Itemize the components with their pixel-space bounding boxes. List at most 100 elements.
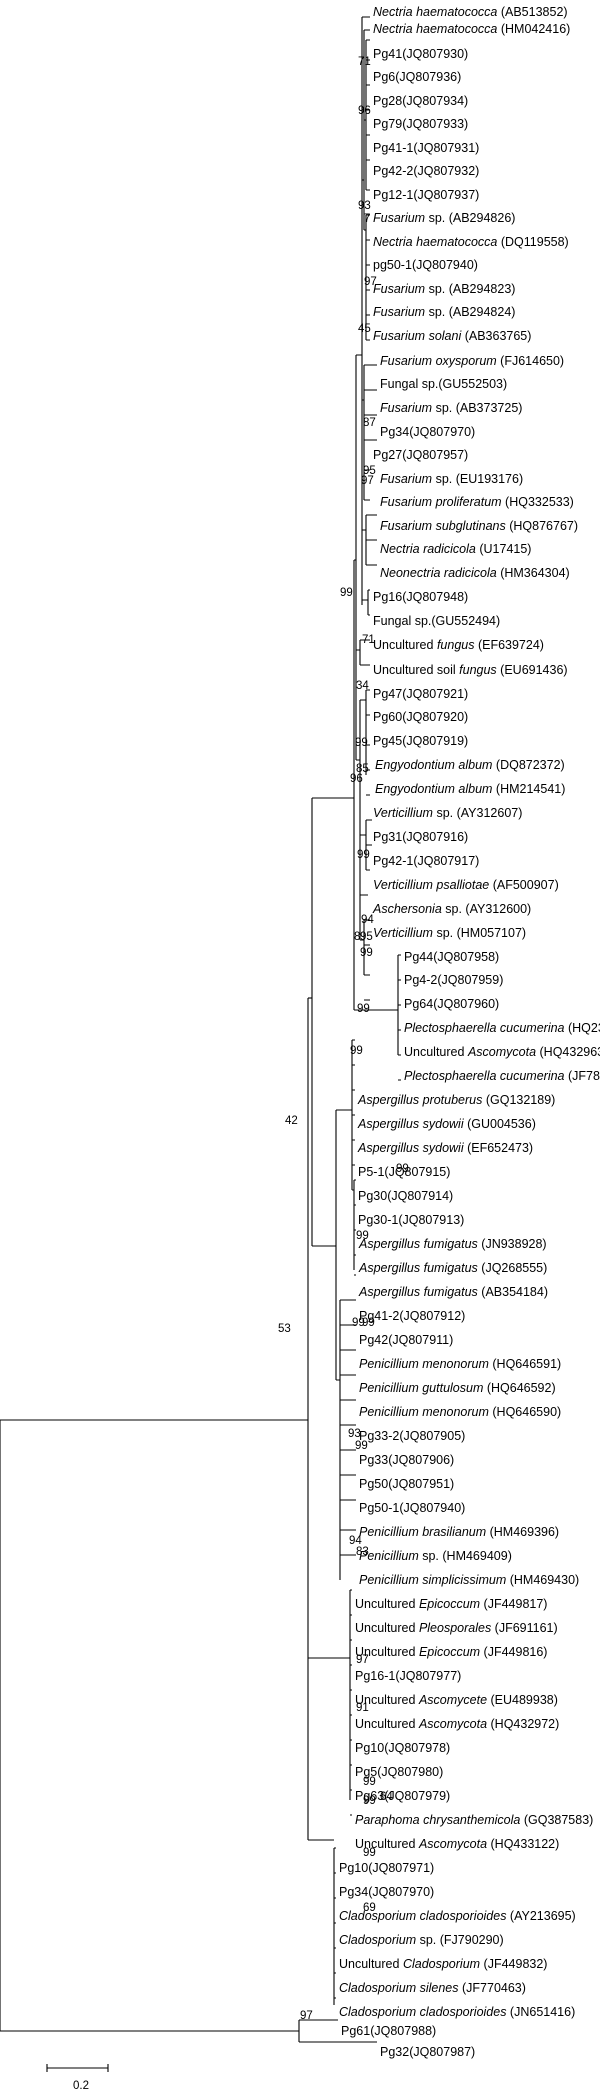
- leaf-label: Uncultured Ascomycota (HQ432963): [404, 1045, 600, 1059]
- leaf-label: Fusarium proliferatum (HQ332533): [380, 495, 574, 509]
- leaf-label: Fusarium sp. (AB294824): [373, 305, 515, 319]
- leaf-label: Pg64(JQ807960): [404, 997, 499, 1011]
- bootstrap-label: 64: [380, 1791, 393, 1803]
- leaf-label: Uncultured Pleosporales (JF691161): [355, 1621, 558, 1635]
- branch-fus-c: [362, 514, 377, 566]
- leaf-label: Uncultured Epicoccum (JF449816): [355, 1645, 547, 1659]
- bootstrap-label: 85: [356, 763, 369, 775]
- leaf-label: Penicillium menonorum (HQ646590): [359, 1405, 561, 1419]
- bootstrap-label: 94: [349, 1535, 362, 1547]
- leaf-label: Aspergillus protuberus (GQ132189): [357, 1093, 555, 1107]
- leaf-label: Pg63(JQ807979): [355, 1789, 450, 1803]
- leaf-label: Engyodontium album (DQ872372): [375, 758, 565, 772]
- leaf-label: Plectosphaerella cucumerina (HQ239034): [404, 1021, 600, 1035]
- leaf-label: Pg42-1(JQ807917): [373, 854, 479, 868]
- bootstrap-label: 69: [363, 1902, 376, 1914]
- bootstrap-label: 97: [364, 276, 377, 288]
- leaf-label: Paraphoma chrysanthemicola (GQ387583): [355, 1813, 593, 1827]
- bootstrap-label: 99: [340, 587, 353, 599]
- bootstrap-label: 94: [361, 914, 374, 926]
- leaf-label: Pg79(JQ807933): [373, 117, 468, 131]
- leaf-label: Uncultured Ascomycota (HQ433122): [355, 1837, 559, 1851]
- leaf-label: Fusarium solani (AB363765): [373, 329, 531, 343]
- bootstrap-label: 99: [355, 737, 368, 749]
- leaf-label: Pg30(JQ807914): [358, 1189, 453, 1203]
- leaf-label: Uncultured Ascomycota (HQ432972): [355, 1717, 559, 1731]
- leaf-label: Pg16(JQ807948): [373, 590, 468, 604]
- leaf-label: Aspergillus fumigatus (JN938928): [358, 1237, 547, 1251]
- leaf-label: P5-1(JQ807915): [358, 1165, 450, 1179]
- leaf-label: Uncultured soil fungus (EU691436): [373, 663, 568, 677]
- bootstrap-label: 42: [285, 1115, 298, 1127]
- bootstrap-label: 71: [358, 56, 371, 68]
- bootstrap-label: 97: [300, 2010, 313, 2022]
- branch-hypocreales: [312, 560, 355, 1010]
- bootstrap-label: 8: [354, 931, 360, 943]
- leaf-label: Pg16-1(JQ807977): [355, 1669, 461, 1683]
- leaf-label: Pg42-2(JQ807932): [373, 164, 479, 178]
- branch-fus-a: [364, 214, 370, 341]
- leaf-label: Verticillium sp. (AY312607): [373, 806, 522, 820]
- bootstrap-label: 99: [363, 1776, 376, 1788]
- leaf-label: Pg30-1(JQ807913): [358, 1213, 464, 1227]
- scale-bar-label: 0.2: [73, 2080, 89, 2092]
- scale-bar-line: [46, 2064, 109, 2072]
- bootstrap-label: 87: [363, 417, 376, 429]
- leaf-label: Penicillium simplicissimum (HM469430): [359, 1573, 579, 1587]
- branch-n1: [362, 16, 370, 230]
- leaf-label: Aspergillus fumigatus (JQ268555): [358, 1261, 547, 1275]
- leaf-label: Aspergillus fumigatus (AB354184): [358, 1285, 548, 1299]
- leaf-label: Pg44(JQ807958): [404, 950, 499, 964]
- branch-fungal: [356, 639, 370, 666]
- bootstrap-label: 99: [357, 1003, 370, 1015]
- bootstrap-label: 91: [356, 1702, 369, 1714]
- leaf-label: Aspergillus sydowii (GU004536): [357, 1117, 536, 1131]
- leaf-label: Penicillium guttulosum (HQ646592): [359, 1381, 556, 1395]
- leaf-label: Aspergillus sydowii (EF652473): [357, 1141, 533, 1155]
- leaf-label: Pg10(JQ807971): [339, 1861, 434, 1875]
- bootstrap-label: 99: [363, 1847, 376, 1859]
- branch-pg31: [360, 894, 370, 1001]
- branch-eurotiales: [312, 1110, 337, 1380]
- leaf-label: Pg42(JQ807911): [359, 1333, 453, 1347]
- branch-outgroup: [298, 2019, 377, 2043]
- leaf-label: Fusarium sp. (EU193176): [380, 472, 523, 486]
- branch-penicillium: [336, 1299, 356, 1580]
- bootstrap-label: 83: [356, 1546, 369, 1558]
- bootstrap-label: 99: [357, 849, 370, 861]
- branch-cladosporium: [308, 1839, 336, 2005]
- bootstrap-label: 99: [396, 1163, 409, 1175]
- leaf-label: Pg34(JQ807970): [339, 1885, 434, 1899]
- leaf-label: Penicillium brasilianum (HM469396): [359, 1525, 559, 1539]
- leaf-label: Fungal sp.(GU552503): [380, 377, 507, 391]
- leaf-label: Nectria haematococca (HM042416): [373, 22, 570, 36]
- bootstrap-label: 99: [352, 1317, 365, 1329]
- bootstrap-label: 99: [360, 947, 373, 959]
- leaf-label: Pg27(JQ807957): [373, 448, 468, 462]
- leaf-label: Cladosporium cladosporioides (AY213695): [339, 1909, 576, 1923]
- leaf-label: Pg28(JQ807934): [373, 94, 468, 108]
- leaf-label: Pg33-2(JQ807905): [359, 1429, 465, 1443]
- leaf-label: Fusarium oxysporum (FJ614650): [380, 354, 564, 368]
- leaf-label: Penicillium sp. (HM469409): [359, 1549, 512, 1563]
- leaf-label: Verticillium sp. (HM057107): [373, 926, 526, 940]
- leaf-label: Verticillium psalliotae (AF500907): [373, 878, 559, 892]
- branch-sordario: [354, 355, 357, 760]
- branch-pleosporales: [308, 1589, 352, 1816]
- bootstrap-label: 95: [363, 465, 376, 477]
- branch-aspergillus-fum: [352, 1179, 356, 1276]
- branch-pg-cluster: [364, 39, 370, 191]
- leaf-label: Pg12-1(JQ807937): [373, 188, 479, 202]
- leaf-label: Fusarium sp. (AB294826): [373, 211, 515, 225]
- leaf-label: Nectria haematococca (DQ119558): [373, 235, 569, 249]
- bootstrap-label: 53: [278, 1323, 291, 1335]
- bootstrap-label: 45: [358, 323, 371, 335]
- branch-fus-b: [362, 364, 377, 501]
- bootstrap-label: 96: [350, 773, 363, 785]
- branch-verticill: [356, 700, 361, 940]
- leaf-label: Aschersonia sp. (AY312600): [372, 902, 531, 916]
- leaf-label: Pg31(JQ807916): [373, 830, 468, 844]
- bootstrap-label: 97: [361, 475, 374, 487]
- tree-branches: [0, 16, 401, 2043]
